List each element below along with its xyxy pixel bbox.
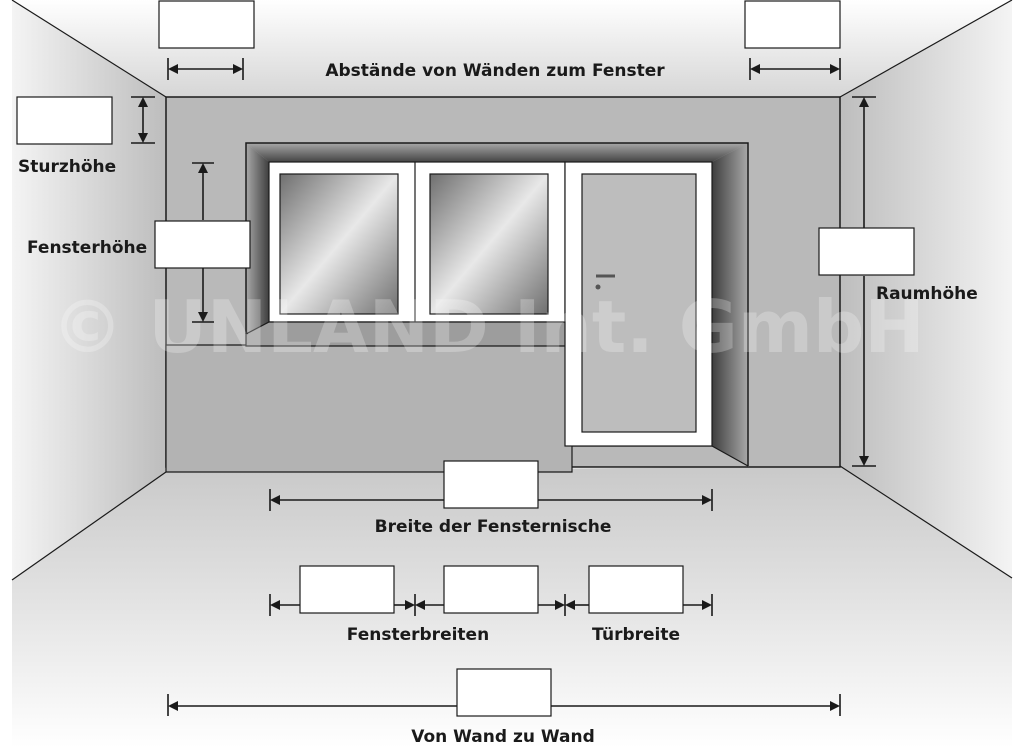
window-glass-left: [279, 173, 399, 315]
watermark: © UNLAND Int. GmbH: [51, 285, 924, 369]
room-height-label: Raumhöhe: [876, 284, 978, 304]
window-widths-label: Fensterbreiten: [347, 625, 489, 645]
window-width-1-field[interactable]: [299, 565, 395, 614]
wall-to-window-label: Abstände von Wänden zum Fenster: [325, 61, 665, 81]
corner-line: [11, 471, 167, 581]
lintel-height-label: Sturzhöhe: [18, 157, 116, 177]
wall-left-gap-field[interactable]: [158, 0, 255, 49]
wall-to-wall-label: Von Wand zu Wand: [411, 727, 595, 747]
corner-line: [839, 465, 1013, 579]
door-width-label: Türbreite: [592, 625, 680, 645]
lintel-height-field[interactable]: [16, 96, 113, 145]
measurement-fields: [16, 0, 915, 717]
niche-reveal-left: [246, 143, 269, 334]
niche-floor-line: [711, 445, 749, 467]
left-wall: [12, 0, 166, 580]
niche-reveal-top: [246, 143, 748, 162]
corner-line: [839, 0, 1013, 98]
window-width-2-field[interactable]: [443, 565, 539, 614]
wall-to-wall-field[interactable]: [456, 668, 552, 717]
window-glass-right: [429, 173, 549, 315]
niche-width-label: Breite der Fensternische: [375, 517, 612, 537]
corner-line: [11, 0, 167, 98]
window-height-label: Fensterhöhe: [27, 238, 147, 258]
room-height-field[interactable]: [818, 227, 915, 276]
door-width-field[interactable]: [588, 565, 684, 614]
dimension-lines: [131, 58, 876, 716]
wall-right-gap-field[interactable]: [744, 0, 841, 49]
niche-reveal-right: [712, 143, 748, 466]
niche-width-field[interactable]: [443, 460, 539, 509]
door-panel: [581, 173, 697, 433]
right-wall: [840, 0, 1012, 578]
window-height-field[interactable]: [154, 220, 251, 269]
door-handle-knob: [595, 284, 601, 290]
